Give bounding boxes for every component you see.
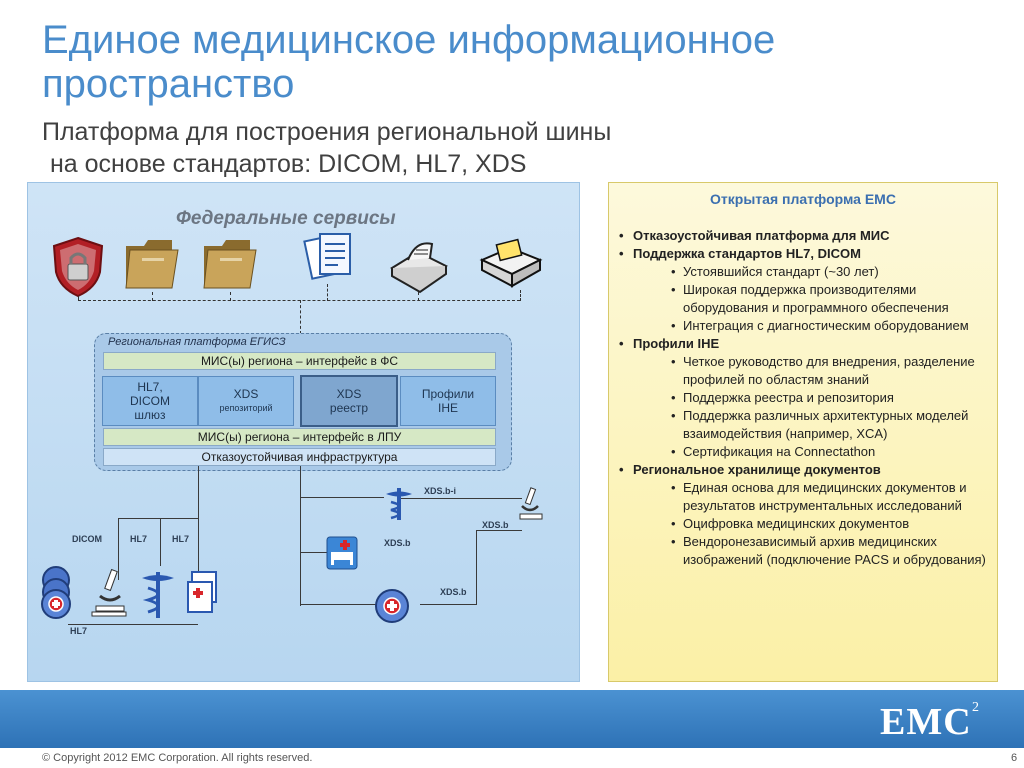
module-line: шлюз bbox=[134, 408, 166, 422]
module-line: репозиторий bbox=[219, 403, 273, 413]
medical-disc-icon bbox=[375, 589, 409, 623]
medical-disc-stack-icon bbox=[41, 566, 71, 619]
hl7-link-label: HL7 bbox=[172, 534, 190, 544]
mis-fs-interface-bar: МИС(ы) региона – интерфейс в ФС bbox=[103, 352, 496, 370]
connector bbox=[300, 552, 328, 553]
folder-icon bbox=[203, 240, 257, 289]
connector bbox=[520, 290, 521, 301]
info-sub-bullet: Вендоронезависимый архив медицинских изо… bbox=[619, 533, 991, 569]
connector bbox=[420, 604, 476, 605]
connector bbox=[476, 530, 522, 531]
subtitle-line-2: на основе стандартов: DICOM, HL7, XDS bbox=[50, 150, 527, 178]
documents-icon bbox=[303, 233, 351, 280]
microscope-icon bbox=[519, 487, 543, 520]
fault-tolerant-infrastructure-bar: Отказоустойчивая инфраструктура bbox=[103, 448, 496, 466]
emc-logo: EMC bbox=[880, 701, 972, 743]
fax-icon bbox=[390, 242, 448, 294]
page-subtitle: Платформа для построения региональной ши… bbox=[42, 116, 802, 180]
xds-bi-link-label: XDS.b-i bbox=[424, 486, 457, 496]
footer-band bbox=[0, 690, 1024, 748]
xds-registry-module: XDS реестр bbox=[300, 375, 398, 427]
info-panel: Открытая платформа EMC Отказоустойчивая … bbox=[608, 182, 998, 682]
module-line: IHE bbox=[437, 401, 458, 415]
connector bbox=[300, 497, 384, 498]
hl7-dicom-gateway-module: HL7, DICOM шлюз bbox=[102, 376, 198, 426]
info-sub-bullet: Широкая поддержка производителями оборуд… bbox=[619, 281, 991, 317]
info-sub-bullet: Четкое руководство для внедрения, раздел… bbox=[619, 353, 991, 389]
connector bbox=[300, 466, 301, 606]
ihe-profiles-module: Профили IHE bbox=[400, 376, 496, 426]
module-line: XDS bbox=[336, 387, 362, 401]
info-bullet: Профили IHE bbox=[619, 335, 991, 353]
info-bullet: Поддержка стандартов HL7, DICOM bbox=[619, 245, 991, 263]
caduceus-icon bbox=[142, 572, 174, 618]
mis-lpu-interface-bar: МИС(ы) региона – интерфейс в ЛПУ bbox=[103, 428, 496, 446]
info-sub-bullet: Поддержка различных архитектурных моделе… bbox=[619, 407, 991, 443]
federal-services-title: Федеральные сервисы bbox=[176, 208, 396, 229]
xds-repository-module: XDS репозиторий bbox=[198, 376, 294, 426]
module-line: XDS bbox=[233, 387, 259, 401]
info-sub-bullet: Сертификация на Connectathon bbox=[619, 443, 991, 461]
module-line: HL7, bbox=[137, 380, 163, 394]
connector bbox=[118, 518, 119, 580]
connector bbox=[198, 466, 199, 594]
connector bbox=[118, 518, 198, 519]
hl7-bottom-link-label: HL7 bbox=[70, 626, 88, 636]
module-line: реестр bbox=[329, 401, 369, 415]
copyright-text: © Copyright 2012 EMC Corporation. All ri… bbox=[42, 752, 313, 764]
hospital-bed-icon bbox=[326, 536, 358, 570]
connector bbox=[300, 300, 301, 334]
regional-platform-label: Региональная платформа ЕГИСЗ bbox=[108, 336, 286, 348]
connector bbox=[327, 284, 328, 301]
xds-b-link-label: XDS.b bbox=[440, 587, 467, 597]
info-bullet: Отказоустойчивая платформа для МИС bbox=[619, 227, 991, 245]
hl7-link-label: HL7 bbox=[130, 534, 148, 544]
info-panel-title: Открытая платформа EMC bbox=[710, 191, 896, 207]
federal-bus-line bbox=[78, 300, 520, 301]
page-number: 6 bbox=[1011, 752, 1018, 764]
info-sub-bullet: Единая основа для медицинских документов… bbox=[619, 479, 991, 515]
connector bbox=[68, 624, 198, 625]
connector bbox=[400, 498, 522, 499]
xds-b-link-label: XDS.b bbox=[384, 538, 411, 548]
info-sub-bullet: Оцифровка медицинских документов bbox=[619, 515, 991, 533]
emc-logo-superscript: 2 bbox=[972, 700, 979, 715]
connector bbox=[300, 604, 376, 605]
subtitle-line-1: Платформа для построения региональной ши… bbox=[42, 118, 612, 146]
connector bbox=[230, 292, 231, 301]
info-sub-bullet: Интеграция с диагностическим оборудовани… bbox=[619, 317, 991, 335]
shield-lock-icon bbox=[52, 236, 104, 298]
folder-icon bbox=[125, 240, 179, 289]
connector bbox=[78, 296, 79, 301]
connector bbox=[152, 292, 153, 301]
info-sub-bullet: Поддержка реестра и репозитория bbox=[619, 389, 991, 407]
card-reader-icon bbox=[479, 238, 543, 288]
page-title: Единое медицинское информационное простр… bbox=[42, 18, 776, 106]
info-bullet: Региональное хранилище документов bbox=[619, 461, 991, 479]
dicom-link-label: DICOM bbox=[72, 534, 102, 544]
caduceus-icon bbox=[386, 488, 412, 520]
medical-records-icon bbox=[187, 571, 217, 613]
info-bullet-list: Отказоустойчивая платформа для МИСПоддер… bbox=[619, 227, 991, 569]
connector bbox=[160, 518, 161, 566]
module-line: Профили bbox=[421, 387, 475, 401]
xds-b-link-label: XDS.b bbox=[482, 520, 509, 530]
microscope-icon bbox=[91, 568, 127, 617]
connector bbox=[418, 292, 419, 301]
connector bbox=[476, 530, 477, 605]
module-line: DICOM bbox=[130, 394, 170, 408]
info-sub-bullet: Устоявшийся стандарт (~30 лет) bbox=[619, 263, 991, 281]
